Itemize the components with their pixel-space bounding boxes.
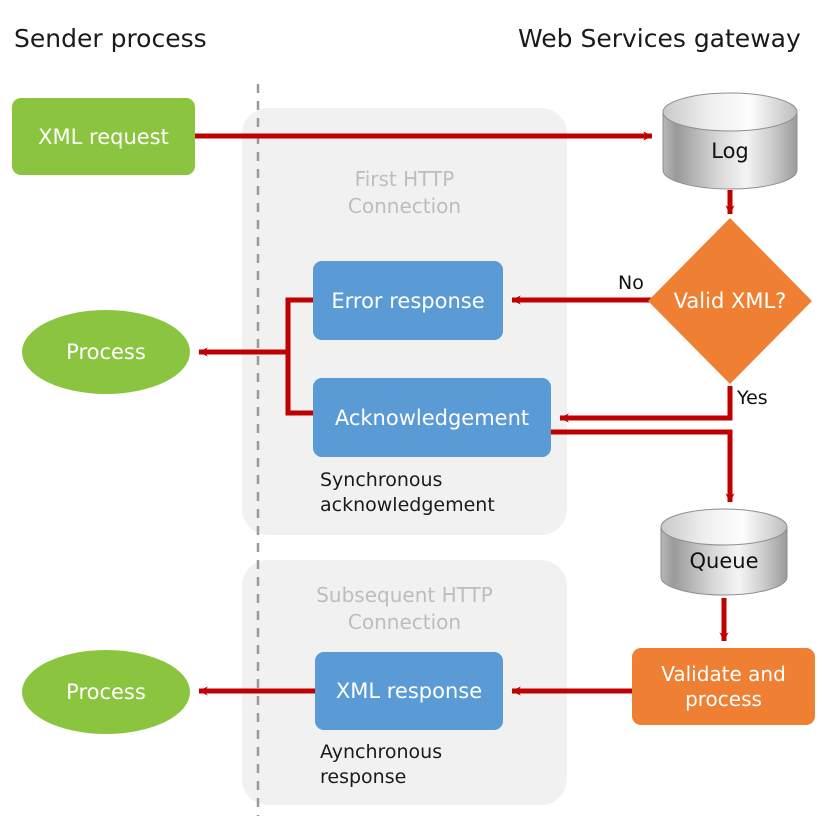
node-process-bottom-label: Process xyxy=(66,680,146,704)
valid-xml-label: Valid XML? xyxy=(673,289,787,313)
node-xml-response-label: XML response xyxy=(335,679,483,703)
caption-aynchronous-response: Aynchronous response xyxy=(320,741,443,788)
node-acknowledgement[interactable]: Acknowledgement xyxy=(313,378,551,457)
panel-label-subsequent-http: Subsequent HTTP Connection xyxy=(316,583,493,634)
caption-synchronous-acknowledgement: Synchronous acknowledgement xyxy=(320,469,495,516)
edge-ack-to-junction xyxy=(285,352,313,416)
log-label: Log xyxy=(711,138,749,163)
edge-label-yes: Yes xyxy=(737,387,768,409)
node-error-response-label: Error response xyxy=(331,288,485,313)
node-error-response[interactable]: Error response xyxy=(313,261,503,340)
node-process-bottom[interactable]: Process xyxy=(22,650,190,734)
node-process-top[interactable]: Process xyxy=(22,310,190,394)
node-acknowledgement-label: Acknowledgement xyxy=(334,405,530,430)
node-validate-and-process-label: Validate and process xyxy=(661,661,786,711)
queue-label: Queue xyxy=(689,549,759,573)
panel-label-first-http: First HTTP Connection xyxy=(347,167,462,218)
node-process-top-label: Process xyxy=(66,340,146,364)
edge-ack-to-queue xyxy=(551,429,735,503)
node-xml-request-label: XML request xyxy=(38,124,169,149)
edge-error-to-junction xyxy=(285,297,313,352)
edge-label-no: No xyxy=(618,272,644,294)
log-cylinder xyxy=(662,92,798,190)
header-sender-process: Sender process xyxy=(14,24,207,53)
edge-yes-to-ack xyxy=(559,386,733,423)
node-xml-request[interactable]: XML request xyxy=(12,98,195,175)
queue-cylinder xyxy=(660,508,788,596)
valid-xml-diamond xyxy=(648,218,812,384)
header-web-services-gateway: Web Services gateway xyxy=(518,24,801,53)
node-xml-response[interactable]: XML response xyxy=(315,652,503,730)
node-validate-and-process[interactable]: Validate and process xyxy=(632,648,815,725)
